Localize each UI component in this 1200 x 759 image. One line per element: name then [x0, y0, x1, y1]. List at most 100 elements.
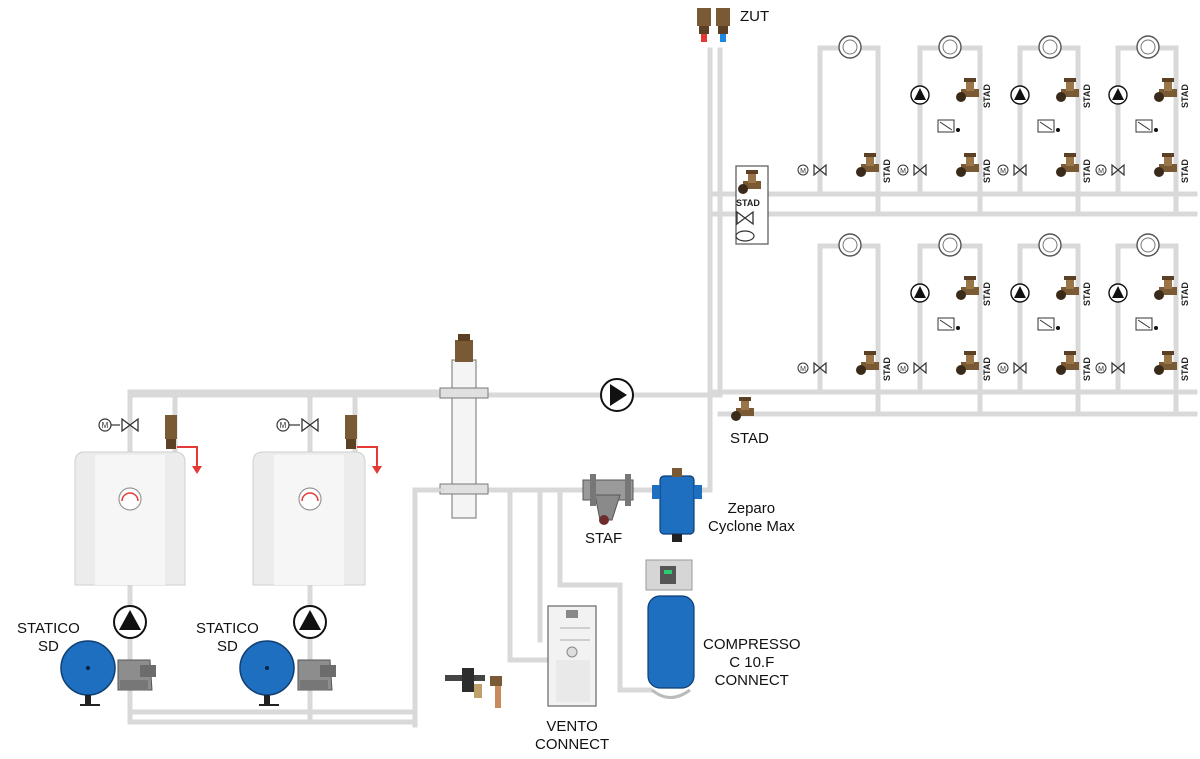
- label-stad-return-r1c2: STAD: [1082, 357, 1092, 381]
- label-statico-2-line2: SD: [216, 638, 238, 655]
- boiler-1-motor-valve: [98, 418, 139, 432]
- separator-air-vent: [455, 340, 473, 362]
- motor-valve-r0c0: M: [797, 163, 827, 177]
- boiler-1-gauge: [118, 487, 142, 511]
- heat-emitter-r0c3: [1136, 35, 1160, 59]
- motor-valve-r0c3: M: [1095, 163, 1125, 177]
- boiler-2-safety-valve: [345, 415, 382, 474]
- label-zeparo-line2: Cyclone Max: [708, 518, 795, 535]
- label-compresso: COMPRESSO C 10.F CONNECT: [703, 636, 801, 690]
- heat-emitter-r0c0: [838, 35, 862, 59]
- label-stad-main: STAD: [730, 430, 769, 447]
- label-stad-return-r1c0: STAD: [882, 357, 892, 381]
- motor-valve-r0c2: M: [997, 163, 1027, 177]
- stad-valve-upper-r0c2: [1056, 78, 1079, 102]
- label-stad-upper-r1c1: STAD: [982, 282, 992, 306]
- zone-controller-r0c1: [937, 119, 960, 133]
- label-stad-upper-r1c3: STAD: [1180, 282, 1190, 306]
- zone-pump-r1c2: [1010, 283, 1030, 303]
- zone-pump-r1c3: [1108, 283, 1128, 303]
- motor-valve-r1c0: M: [797, 361, 827, 375]
- stad-valve-upper-r1c3: [1154, 276, 1177, 300]
- label-statico-1: STATICO SD: [17, 620, 80, 656]
- zone-pump-r1c1: [910, 283, 930, 303]
- label-zeparo: Zeparo Cyclone Max: [708, 500, 795, 536]
- boiler-2-gauge: [298, 487, 322, 511]
- heat-emitter-r1c2: [1038, 233, 1062, 257]
- stad-valve-return-r1c2: [1056, 351, 1079, 375]
- heat-emitter-r0c2: [1038, 35, 1062, 59]
- stad-valve-return-r0c1: [956, 153, 979, 177]
- zone-controller-r0c3: [1135, 119, 1158, 133]
- zut-valve-right: [716, 8, 730, 26]
- label-stad-upper-r1c2: STAD: [1082, 282, 1092, 306]
- svg-text:M: M: [800, 366, 806, 373]
- heat-emitter-r0c1: [938, 35, 962, 59]
- zone-pump-r0c2: [1010, 85, 1030, 105]
- label-statico-1-line2: SD: [37, 638, 59, 655]
- vento-fill-unit: [445, 668, 502, 708]
- label-staf: STAF: [585, 530, 623, 547]
- boiler-2-pump: [293, 605, 327, 639]
- stad-valve-return-r0c3: [1154, 153, 1177, 177]
- boiler-1: [74, 451, 186, 586]
- pipe-zone-top-1: [817, 45, 881, 217]
- statico-vessel-2: [239, 640, 295, 706]
- zut-valve-left: [697, 8, 711, 26]
- boiler-1-safety-valve: [165, 415, 202, 474]
- label-stad-return-r1c3: STAD: [1180, 357, 1190, 381]
- boiler-1-balancing-valve: [117, 659, 156, 691]
- label-statico-2-line1: STATICO: [196, 620, 259, 637]
- label-stad-return-r0c3: STAD: [1180, 159, 1190, 183]
- svg-text:M: M: [900, 168, 906, 175]
- label-stad-return-r0c2: STAD: [1082, 159, 1092, 183]
- boiler-2-balancing-valve: [297, 659, 336, 691]
- motor-valve-r0c1: M: [897, 163, 927, 177]
- vento-connect: [547, 605, 597, 707]
- label-statico-2: STATICO SD: [196, 620, 259, 656]
- motor-valve-r1c3: M: [1095, 361, 1125, 375]
- boiler-1-pump: [113, 605, 147, 639]
- branch-balancing-group: [735, 165, 769, 245]
- label-compresso-line1: COMPRESSO: [703, 636, 801, 653]
- heat-emitter-r1c0: [838, 233, 862, 257]
- stad-valve-return-r1c3: [1154, 351, 1177, 375]
- pipe-zone-bottom-1: [817, 243, 881, 417]
- zone-equipment: M M M M M M M M: [797, 35, 1177, 375]
- zone-controller-r1c3: [1135, 317, 1158, 331]
- stad-valve-main: [731, 397, 754, 421]
- label-statico-1-line1: STATICO: [17, 620, 80, 637]
- label-compresso-line2: C 10.F: [729, 654, 775, 671]
- label-vento: VENTO CONNECT: [535, 718, 609, 754]
- motor-valve-r1c1: M: [897, 361, 927, 375]
- label-stad-return-r1c1: STAD: [982, 357, 992, 381]
- label-compresso-line3: CONNECT: [714, 672, 789, 689]
- label-zut: ZUT: [740, 8, 770, 25]
- label-vento-line1: VENTO: [546, 718, 598, 735]
- stad-valve-return-r1c1: [956, 351, 979, 375]
- svg-text:M: M: [1098, 366, 1104, 373]
- heat-emitter-r1c1: [938, 233, 962, 257]
- staf-valve: [582, 474, 634, 525]
- svg-text:M: M: [1098, 168, 1104, 175]
- label-zeparo-line1: Zeparo: [727, 500, 776, 517]
- label-stad-return-r0c1: STAD: [982, 159, 992, 183]
- label-stad-return-r0c0: STAD: [882, 159, 892, 183]
- hydraulic-separator: [439, 334, 489, 519]
- label-stad-branch: STAD: [736, 198, 760, 208]
- motor-valve-r1c2: M: [997, 361, 1027, 375]
- stad-valve-upper-r1c1: [956, 276, 979, 300]
- zone-pump-r0c1: [910, 85, 930, 105]
- zeparo-cyclone-max: [652, 468, 702, 542]
- zone-controller-r1c1: [937, 317, 960, 331]
- stad-valve-return-r0c0: [856, 153, 879, 177]
- zone-pump-r0c3: [1108, 85, 1128, 105]
- label-stad-upper-r0c1: STAD: [982, 84, 992, 108]
- svg-text:M: M: [1000, 168, 1006, 175]
- stad-valve-return-r0c2: [1056, 153, 1079, 177]
- svg-text:M: M: [800, 168, 806, 175]
- stad-valve-upper-r0c3: [1154, 78, 1177, 102]
- stad-valve-upper-r1c2: [1056, 276, 1079, 300]
- heat-emitter-r1c3: [1136, 233, 1160, 257]
- boiler-2-motor-valve: [276, 418, 319, 432]
